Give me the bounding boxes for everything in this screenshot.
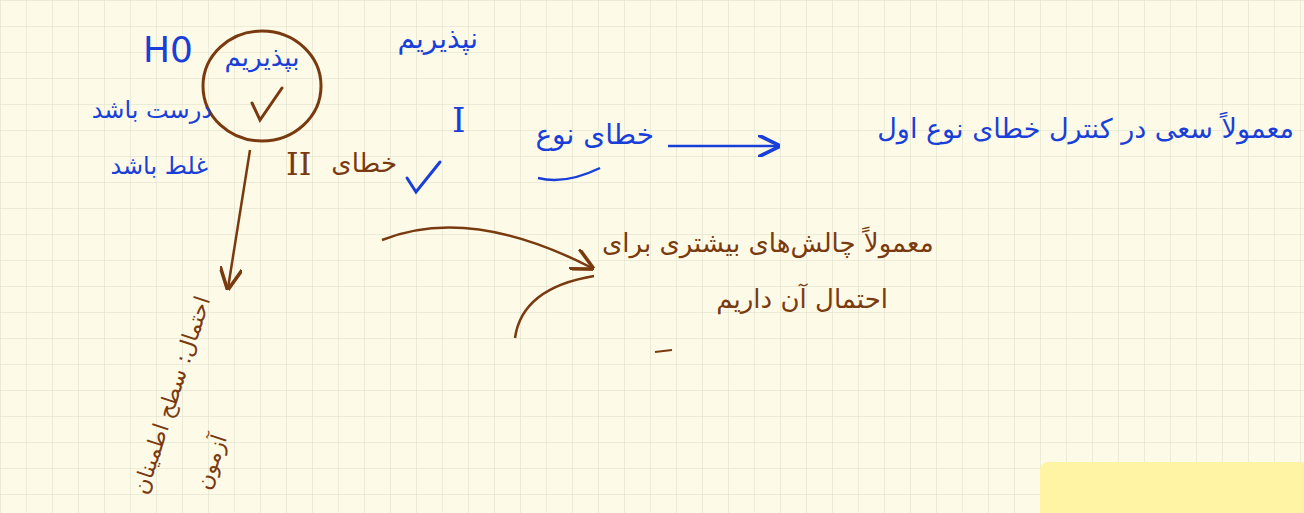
arrow — [668, 145, 778, 148]
arrow — [228, 150, 250, 288]
handwritten-note: I — [452, 100, 465, 141]
bracket-curve — [515, 276, 594, 338]
handwritten-note: درست باشد — [92, 96, 212, 125]
handwritten-note: آزمون — [191, 431, 233, 492]
handwritten-note: احتمال آن داریم — [716, 284, 888, 315]
handwritten-note: خطای نوع — [535, 118, 654, 152]
circled-node: بپذیریم — [200, 28, 324, 144]
arrow — [382, 228, 592, 269]
handwritten-note: معمولاً سعی در کنترل خطای نوع اول — [877, 113, 1294, 145]
handwritten-note: H0 — [143, 28, 193, 71]
underline — [538, 168, 600, 180]
node-text: بپذیریم — [200, 28, 324, 72]
handwritten-note: نپذیریم — [397, 22, 478, 56]
check-mark — [252, 88, 282, 120]
handwritten-note: خطای — [331, 148, 397, 179]
check-mark — [407, 162, 440, 192]
dash-mark — [655, 350, 672, 352]
handwritten-note: II — [286, 145, 311, 183]
handwritten-note: معمولاً چالش‌های بیشتری برای — [602, 228, 934, 259]
handwritten-note: غلط باشد — [110, 152, 208, 181]
highlight-patch — [1040, 462, 1304, 513]
